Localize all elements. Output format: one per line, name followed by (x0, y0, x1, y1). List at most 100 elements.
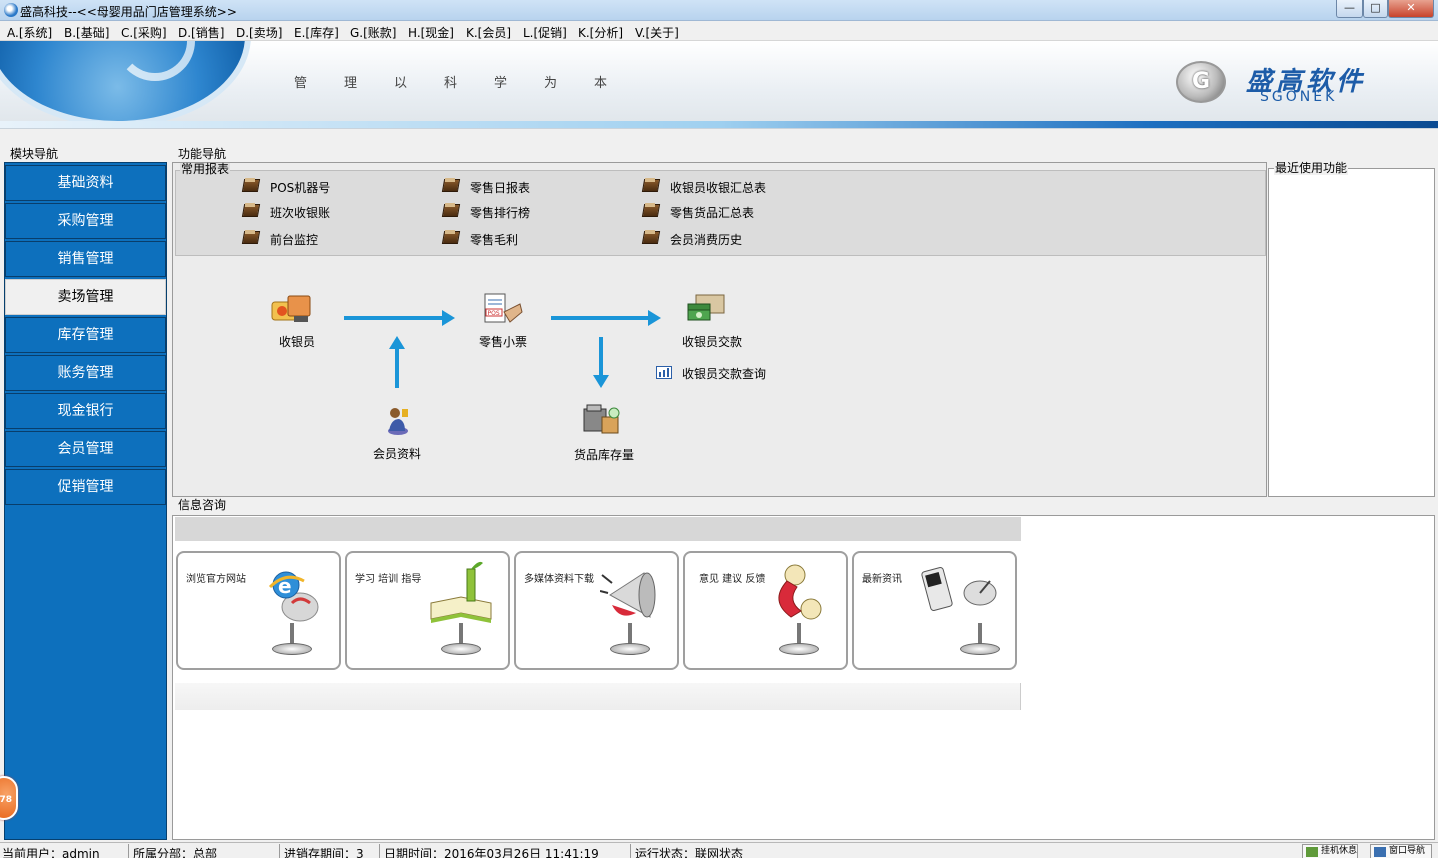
sidebar-item-basic[interactable]: 基础资料 (5, 165, 166, 201)
menu-sales[interactable]: D.[销售] (178, 26, 225, 40)
handover-money-icon[interactable] (686, 292, 728, 326)
report-retail-ranking[interactable]: 零售排行榜 (445, 203, 531, 221)
card-feedback[interactable]: 意见 建议 反馈 (683, 551, 848, 670)
sidebar-item-sales[interactable]: 销售管理 (5, 241, 166, 277)
report-cashier-summary[interactable]: 收银员收银汇总表 (645, 178, 767, 196)
flow-stock-label: 货品库存量 (573, 448, 634, 462)
svg-text:POS: POS (488, 310, 500, 317)
module-nav-title: 模块导航 (9, 147, 60, 161)
card-official-website[interactable]: 浏览官方网站 e (176, 551, 341, 670)
cashier-icon[interactable] (270, 292, 312, 326)
sidebar-item-purchase[interactable]: 采购管理 (5, 203, 166, 239)
menu-accounts[interactable]: G.[账款] (350, 26, 397, 40)
close-button[interactable]: ✕ (1388, 0, 1434, 18)
card-label: 浏览官方网站 (186, 574, 246, 585)
status-divider (379, 844, 380, 858)
card-label: 意见 建议 反馈 (699, 574, 766, 585)
flow-arrow-member-to-cashier (389, 336, 405, 388)
report-daily-retail[interactable]: 零售日报表 (445, 178, 531, 196)
window-icon (1374, 847, 1386, 857)
floating-badge[interactable]: 78 (0, 776, 18, 820)
menu-bar: A.[系统] B.[基础] C.[采购] D.[销售] D.[卖场] E.[库存… (0, 21, 1438, 41)
handover-query-icon (656, 366, 672, 379)
report-member-history[interactable]: 会员消费历史 (645, 230, 743, 248)
status-period: 进销存期间：3 (284, 847, 364, 858)
sidebar-item-member[interactable]: 会员管理 (5, 431, 166, 467)
report-shift-cashier[interactable]: 班次收银账 (245, 203, 330, 221)
status-branch: 所属分部：总部 (133, 847, 218, 858)
app-icon (4, 3, 18, 17)
menu-cash[interactable]: H.[现金] (408, 26, 454, 40)
company-logo-icon: G (1176, 61, 1226, 103)
status-divider (630, 844, 631, 858)
flow-receipt-label: 零售小票 (478, 335, 527, 349)
status-bar: 当前用户：admin 所属分部：总部 进销存期间：3 日期时间：2016年03月… (0, 842, 1438, 858)
flow-handover-query-link[interactable]: 收银员交款查询 (682, 367, 767, 381)
flow-arrow-receipt-to-handover (551, 310, 661, 326)
flow-cashier-label: 收银员 (278, 335, 315, 349)
common-reports-box (175, 170, 1266, 256)
report-pos-machine[interactable]: POS机器号 (245, 178, 330, 196)
flow-member-label: 会员资料 (372, 447, 421, 461)
menu-system[interactable]: A.[系统] (7, 26, 53, 40)
menu-basic[interactable]: B.[基础] (64, 26, 110, 40)
window-nav-button[interactable]: 窗口导航 (1370, 844, 1432, 858)
member-info-icon[interactable] (377, 403, 419, 437)
maximize-button[interactable]: □ (1363, 0, 1388, 18)
card-label: 最新资讯 (862, 574, 902, 585)
menu-analysis[interactable]: K.[分析] (578, 26, 624, 40)
lock-icon (1306, 847, 1318, 857)
card-training-guide[interactable]: 学习 培训 指导 (345, 551, 510, 670)
browser-mouse-icon: e (268, 571, 319, 622)
flow-arrow-receipt-to-stock (593, 337, 609, 388)
stock-icon[interactable] (582, 403, 624, 437)
logo-text-cn: 盛高软件 (1246, 67, 1367, 97)
suspend-button[interactable]: 挂机休息 (1302, 844, 1358, 858)
window-title: 盛高科技--<<母婴用品门店管理系统>> (20, 5, 237, 19)
report-retail-margin[interactable]: 零售毛利 (445, 230, 518, 248)
report-retail-goods-summary[interactable]: 零售货品汇总表 (645, 203, 755, 221)
report-label: 零售日报表 (470, 181, 531, 195)
card-multimedia-download[interactable]: 多媒体资料下载 (514, 551, 679, 670)
sidebar-item-cash-bank[interactable]: 现金银行 (5, 393, 166, 429)
status-state: 运行状态：联网状态 (635, 847, 744, 858)
menu-purchase[interactable]: C.[采购] (121, 26, 167, 40)
header-banner: 管理以科学为本 G 盛高软件 SGONEK (0, 41, 1438, 129)
flow-arrow-cashier-to-receipt (344, 310, 455, 326)
report-book-icon (642, 202, 660, 218)
report-book-icon (442, 177, 460, 193)
report-book-icon (242, 202, 260, 218)
menu-store[interactable]: D.[卖场] (236, 26, 283, 40)
sidebar-item-promotion[interactable]: 促销管理 (5, 469, 166, 505)
menu-inventory[interactable]: E.[库存] (294, 26, 339, 40)
sidebar-item-inventory[interactable]: 库存管理 (5, 317, 166, 353)
banner-stripe (0, 121, 1438, 128)
stand-graphic (266, 615, 318, 659)
report-book-icon (442, 229, 460, 245)
menu-member[interactable]: K.[会员] (466, 26, 512, 40)
receipt-icon[interactable]: POS (482, 292, 524, 326)
recent-functions-title: 最近使用功能 (1274, 161, 1349, 175)
sidebar-item-store[interactable]: 卖场管理 (5, 279, 166, 315)
status-user: 当前用户：admin (2, 847, 100, 858)
status-datetime: 日期时间：2016年03月26日 11:41:19 (384, 847, 599, 858)
sidebar-item-accounts[interactable]: 账务管理 (5, 355, 166, 391)
recent-functions-panel (1268, 168, 1435, 497)
report-book-icon (442, 202, 460, 218)
report-label: 会员消费历史 (670, 233, 743, 247)
menu-promotion[interactable]: L.[促销] (523, 26, 567, 40)
menu-about[interactable]: V.[关于] (635, 26, 679, 40)
card-label: 学习 培训 指导 (355, 574, 422, 585)
report-label: 零售货品汇总表 (670, 206, 755, 220)
megaphone-icon (600, 572, 656, 618)
window-nav-button-label: 窗口导航 (1389, 846, 1426, 856)
card-latest-news[interactable]: 最新资讯 (852, 551, 1017, 670)
report-label: 零售排行榜 (470, 206, 531, 220)
report-book-icon (642, 177, 660, 193)
report-front-monitor[interactable]: 前台监控 (245, 230, 318, 248)
stand-graphic (604, 615, 656, 659)
minimize-button[interactable]: — (1336, 0, 1363, 18)
report-label: 收银员收银汇总表 (670, 181, 767, 195)
logo-letter: G (1191, 69, 1211, 94)
stand-graphic (435, 615, 487, 659)
